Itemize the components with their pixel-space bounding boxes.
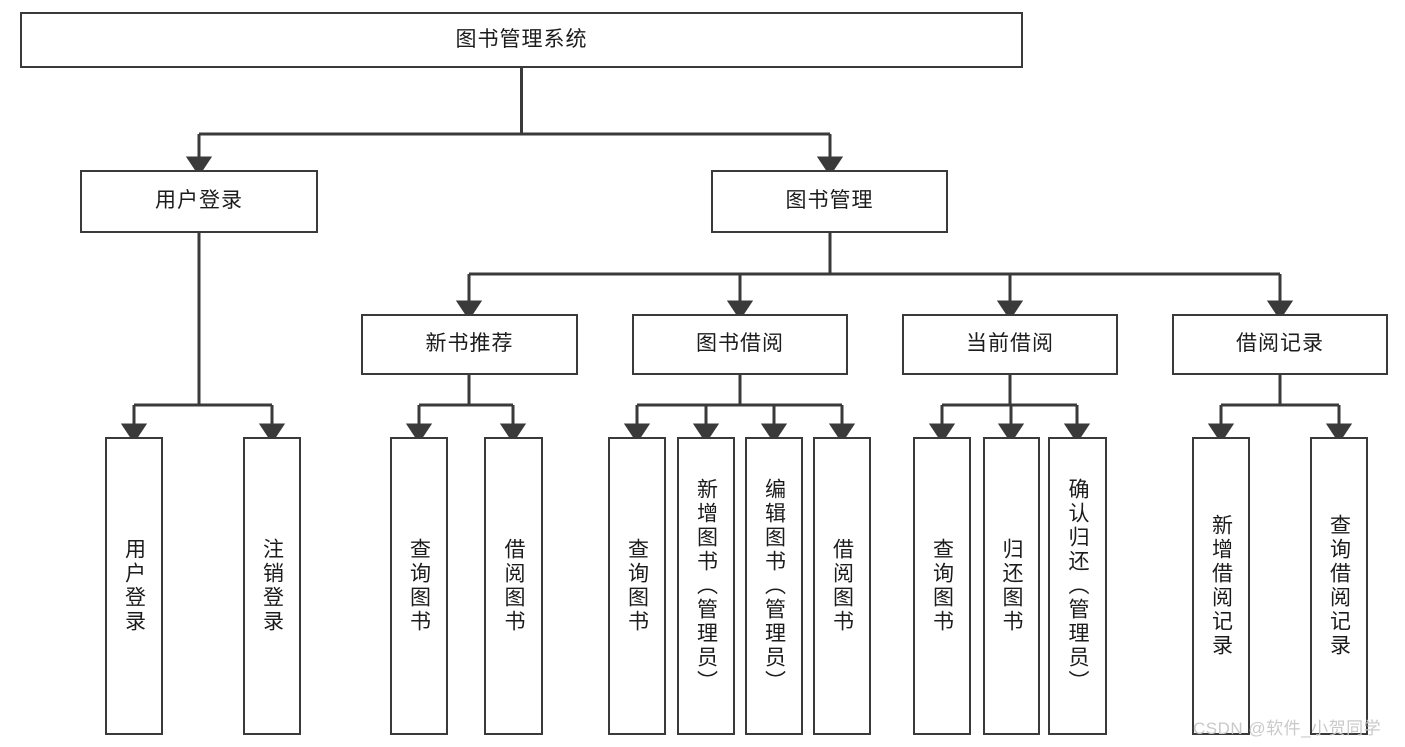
node-root-system[interactable]: 图书管理系统 xyxy=(20,12,1023,68)
node-label: 借阅图书 xyxy=(830,538,854,634)
node-leaf-query-book-3[interactable]: 查询图书 xyxy=(913,437,971,735)
node-label: 注销登录 xyxy=(260,538,284,634)
node-label: 查询图书 xyxy=(625,538,649,634)
node-leaf-add-record[interactable]: 新增借阅记录 xyxy=(1192,437,1250,735)
node-label: 用户登录 xyxy=(155,189,243,213)
node-book-borrow[interactable]: 图书借阅 xyxy=(632,314,848,375)
node-label: 当前借阅 xyxy=(966,332,1054,356)
node-current-borrow[interactable]: 当前借阅 xyxy=(902,314,1118,375)
node-label: 查询图书 xyxy=(930,538,954,634)
node-label: 图书借阅 xyxy=(696,332,784,356)
node-label: 新书推荐 xyxy=(425,332,514,356)
node-book-manage[interactable]: 图书管理 xyxy=(711,170,948,233)
node-new-book-recommend[interactable]: 新书推荐 xyxy=(361,314,578,375)
node-label: 图书管理 xyxy=(785,189,874,213)
node-leaf-user-login[interactable]: 用户登录 xyxy=(105,437,163,735)
node-label: 查询借阅记录 xyxy=(1327,514,1351,658)
node-label: 用户登录 xyxy=(122,538,146,634)
node-leaf-add-book[interactable]: 新增图书（管理员） xyxy=(677,437,735,735)
node-leaf-borrow-book-1[interactable]: 借阅图书 xyxy=(484,437,543,735)
node-label: 编辑图书（管理员） xyxy=(762,478,786,694)
node-user-login[interactable]: 用户登录 xyxy=(80,170,318,233)
node-leaf-borrow-book-2[interactable]: 借阅图书 xyxy=(813,437,871,735)
csdn-watermark: CSDN @软件_小贺同学 xyxy=(1193,719,1382,738)
node-leaf-confirm-return[interactable]: 确认归还（管理员） xyxy=(1048,437,1107,735)
node-label: 确认归还（管理员） xyxy=(1066,478,1089,694)
node-label: 图书管理系统 xyxy=(455,27,588,51)
node-leaf-edit-book[interactable]: 编辑图书（管理员） xyxy=(745,437,803,735)
node-leaf-query-book-2[interactable]: 查询图书 xyxy=(608,437,666,735)
node-label: 归还图书 xyxy=(1000,538,1023,634)
node-borrow-record[interactable]: 借阅记录 xyxy=(1172,314,1388,375)
node-label: 借阅记录 xyxy=(1236,332,1324,356)
node-leaf-query-record[interactable]: 查询借阅记录 xyxy=(1310,437,1368,735)
node-label: 查询图书 xyxy=(407,538,431,634)
node-leaf-return-book[interactable]: 归还图书 xyxy=(983,437,1040,735)
node-leaf-logout[interactable]: 注销登录 xyxy=(243,437,301,735)
node-leaf-query-book-1[interactable]: 查询图书 xyxy=(390,437,448,735)
node-label: 新增图书（管理员） xyxy=(694,478,718,694)
node-label: 新增借阅记录 xyxy=(1209,514,1233,658)
node-label: 借阅图书 xyxy=(502,538,525,634)
